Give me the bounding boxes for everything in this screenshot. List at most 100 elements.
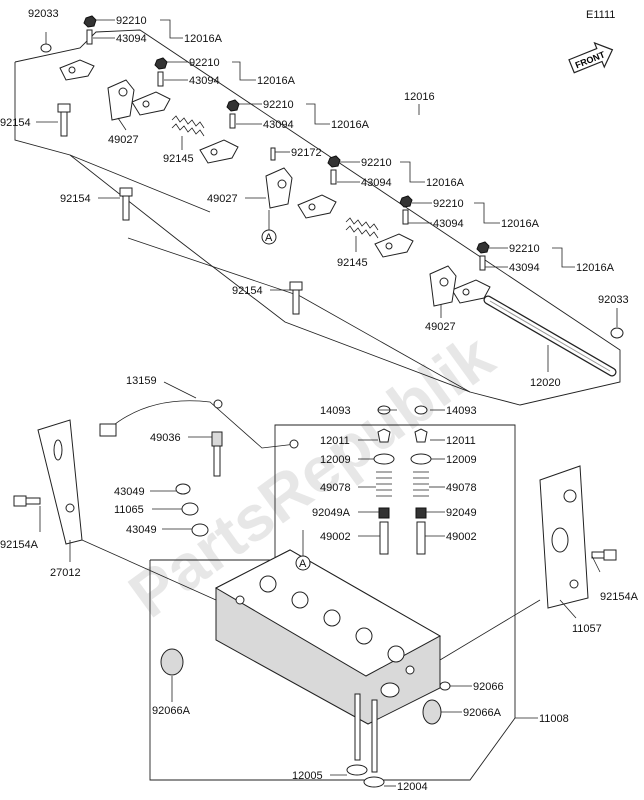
front-arrow-icon: FRONT [568,41,614,74]
adjust-nuts [83,15,490,271]
label-12016A-2: 12016A [257,75,296,87]
label-49078-right: 49078 [446,482,477,494]
label-49036: 49036 [150,432,181,444]
shaft-support-2 [265,167,293,209]
label-43094-1: 43094 [116,33,147,45]
glow-plug [211,431,223,477]
label-12005: 12005 [292,770,323,782]
label-12011-left: 12011 [320,435,350,447]
callout-marker-bottom-text: A [299,558,307,570]
label-92066A-right: 92066A [463,707,502,719]
rocker-arm-1 [59,59,95,81]
label-12016A-3: 12016A [331,119,370,131]
label-43094-2: 43094 [189,75,220,87]
label-12016A-1: 12016A [184,33,223,45]
washer-43049-lower [191,523,209,537]
bolt-92154-3 [289,281,303,315]
label-12020: 12020 [530,377,561,389]
valve-exhaust [363,699,385,788]
seal-92033-right [610,327,624,339]
label-92210-3: 92210 [263,99,294,111]
label-11008: 11008 [539,713,569,725]
label-12009-left: 12009 [320,454,351,466]
plug-92066A-right [422,699,442,725]
label-27012: 27012 [50,567,81,579]
leader-lines [36,19,618,787]
label-12016A-5: 12016A [501,218,540,230]
plug-92066A-left [160,648,184,676]
label-12016A-4: 12016A [426,177,465,189]
valve-train-right [410,405,432,555]
rocker-arm-5 [374,233,414,258]
label-92210-2: 92210 [189,57,220,69]
bolt-92154A-right [591,549,617,561]
label-14093-right: 14093 [446,405,477,417]
label-92049A: 92049A [312,507,351,519]
label-49027-3: 49027 [425,321,456,333]
label-43094-3: 43094 [263,119,294,131]
shaft-support-1 [107,79,135,121]
rocker-arm-3 [199,139,239,164]
spring-1 [171,115,205,137]
label-92154-3: 92154 [232,285,263,297]
rocker-arm-2 [131,91,171,116]
label-11065: 11065 [114,504,144,516]
label-43049-upper: 43049 [114,486,145,498]
label-92210-5: 92210 [433,198,464,210]
label-13159: 13159 [126,375,157,387]
seal-92033-left [40,43,52,53]
label-92210-4: 92210 [361,157,392,169]
bolt-92154-2 [119,187,133,221]
label-12016: 12016 [404,91,435,103]
label-92210-6: 92210 [509,243,540,255]
label-92154A-left: 92154A [0,539,39,551]
glow-plug-wire [99,399,299,449]
label-92172: 92172 [291,147,322,159]
label-92154-1: 92154 [0,117,31,129]
part-labels: 92033 92210 43094 12016A 92210 43094 120… [0,8,639,793]
shaft-support-3 [429,265,457,307]
plug-92066 [439,681,451,691]
head-assembly-frame [149,424,516,781]
label-43094-4: 43094 [361,177,392,189]
label-49027-2: 49027 [207,193,238,205]
label-12004: 12004 [397,781,428,793]
label-12011-right: 12011 [446,435,476,447]
valve-intake [346,693,368,776]
label-12009-right: 12009 [446,454,477,466]
label-43094-6: 43094 [509,262,540,274]
label-92154A-right: 92154A [600,591,639,603]
label-92033-right: 92033 [598,294,629,306]
label-14093-left: 14093 [320,405,351,417]
label-92049: 92049 [446,507,477,519]
label-49078-left: 49078 [320,482,351,494]
bolt-92154A-left [13,495,41,507]
diagram-code: E1111 [586,9,615,21]
bolt-92154-1 [57,103,71,137]
label-49002-right: 49002 [446,531,477,543]
label-12016A-6: 12016A [576,262,615,274]
label-11057: 11057 [572,623,602,635]
label-92066A-left: 92066A [152,705,191,717]
label-92145-2: 92145 [337,257,368,269]
callout-marker-top-text: A [265,232,273,244]
cylinder-head [214,549,442,725]
label-92066: 92066 [473,681,504,693]
label-92033-top: 92033 [28,8,59,20]
bracket-27012 [37,419,83,545]
washer-43049-upper [175,483,191,495]
nozzle-11065 [181,502,199,516]
plate-11057 [539,465,589,609]
rocker-arm-6 [451,279,491,304]
label-49027-1: 49027 [108,134,139,146]
label-49002-left: 49002 [320,531,351,543]
pin-92172 [270,147,276,161]
rocker-shaft [483,295,617,377]
label-43049-lower: 43049 [126,524,157,536]
label-92210-1: 92210 [116,15,147,27]
label-92145-1: 92145 [163,153,194,165]
spring-2 [345,217,379,239]
rocker-arm-4 [297,194,337,219]
